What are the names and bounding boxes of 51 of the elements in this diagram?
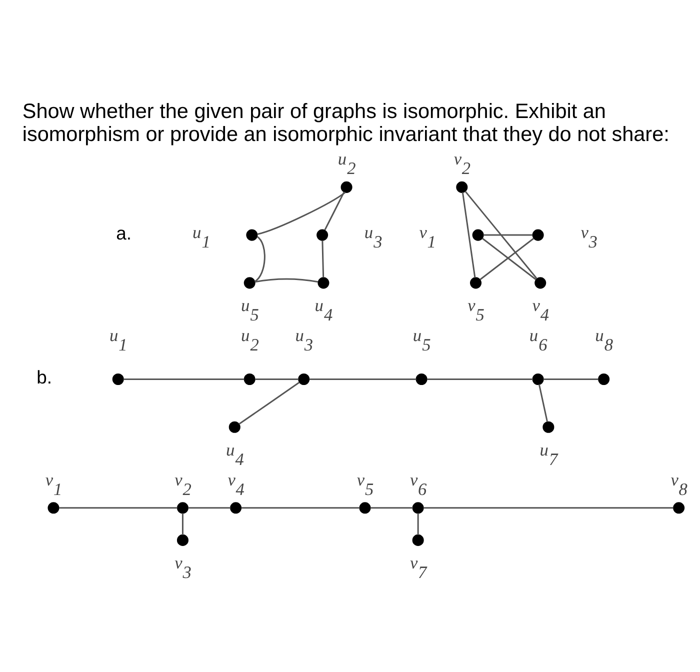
- connector: [182, 513, 184, 535]
- node-circle: [176, 534, 188, 546]
- node-circle: [532, 374, 544, 386]
- node-circle: [228, 421, 240, 433]
- node-circle: [534, 277, 546, 289]
- node-circle: [340, 181, 352, 193]
- node-circle: [598, 374, 610, 386]
- connector: [254, 278, 318, 283]
- node-circle: [48, 502, 60, 514]
- connector: [322, 240, 324, 278]
- connector: [426, 378, 533, 380]
- node-circle: [246, 229, 258, 241]
- node-circle: [412, 502, 424, 514]
- connector: [241, 507, 360, 509]
- connector: [538, 384, 548, 422]
- node-circle: [542, 421, 554, 433]
- connector: [254, 236, 266, 282]
- connector: [309, 378, 416, 380]
- node-circle: [673, 502, 685, 514]
- connector: [424, 507, 674, 509]
- diagram-title: Show whether the given pair of graphs is isomorphic. Exhibit an isomorphism or provide an isomorphic invariant that they do not share:: [22, 100, 670, 146]
- node-circle: [472, 229, 484, 241]
- node-circle: [532, 229, 544, 241]
- connector: [544, 378, 598, 380]
- connector: [257, 192, 346, 236]
- connector: [59, 507, 178, 509]
- connector: [417, 513, 419, 535]
- connector: [324, 192, 345, 230]
- node-circle: [412, 534, 424, 546]
- connector: [124, 378, 244, 380]
- connector: [238, 382, 300, 425]
- connector: [188, 507, 231, 509]
- connector: [464, 190, 538, 279]
- node-circle: [230, 502, 242, 514]
- label: a.: [116, 222, 132, 244]
- connector: [255, 378, 299, 380]
- node-circle: [470, 277, 482, 289]
- connector: [462, 192, 476, 278]
- node-circle: [244, 374, 256, 386]
- node-circle: [359, 502, 371, 514]
- node-circle: [456, 181, 468, 193]
- node-circle: [176, 502, 188, 514]
- node-circle: [112, 374, 124, 386]
- node-circle: [416, 374, 428, 386]
- connector: [370, 507, 413, 509]
- node-circle: [316, 229, 328, 241]
- node-circle: [298, 374, 310, 386]
- connector: [484, 234, 533, 236]
- node-circle: [244, 277, 256, 289]
- label: b.: [36, 366, 52, 388]
- node-circle: [318, 277, 330, 289]
